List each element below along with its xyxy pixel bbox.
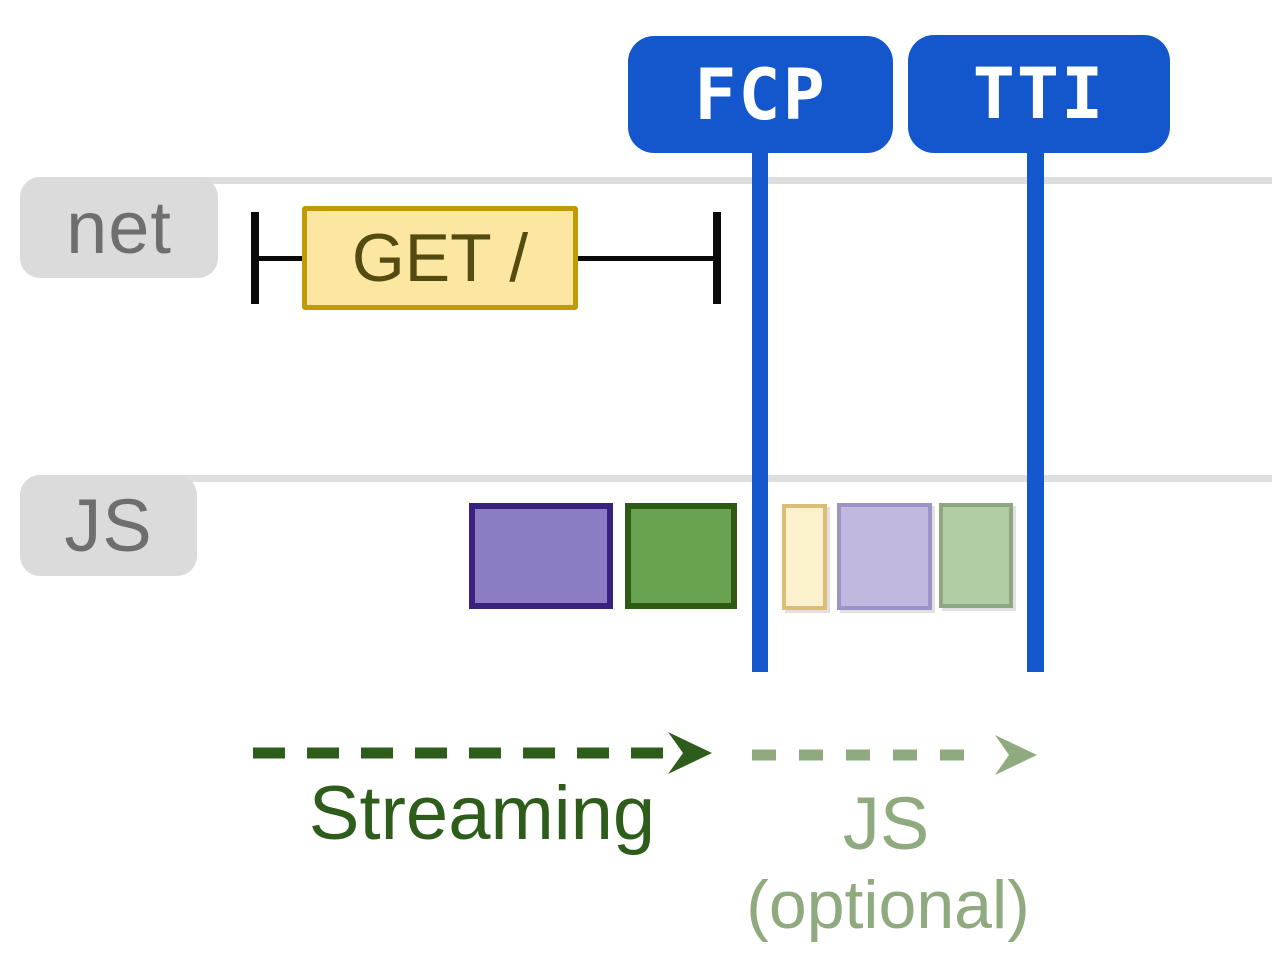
- get-request-box: GET /: [302, 206, 578, 310]
- fcp-marker-line: [752, 153, 768, 672]
- js-optional-label: JS: [842, 782, 930, 865]
- tti-badge: TTI: [908, 35, 1170, 153]
- js-chunk-pale-green: [939, 503, 1013, 608]
- streaming-arrow: [253, 732, 712, 774]
- js-lane-tab: JS: [20, 475, 197, 576]
- js-optional-arrowhead-icon: [995, 735, 1037, 775]
- request-start-tick: [251, 212, 259, 304]
- net-lane-line: [36, 177, 1272, 184]
- tti-badge-label: TTI: [972, 53, 1106, 135]
- get-request-label: GET /: [351, 220, 529, 296]
- streaming-arrowhead-icon: [668, 732, 712, 774]
- fcp-badge-label: FCP: [694, 53, 827, 136]
- js-chunk-pale-yellow: [782, 504, 827, 610]
- js-optional-arrow: [752, 735, 1037, 775]
- tti-marker-line: [1027, 153, 1044, 672]
- net-lane-label: net: [66, 185, 172, 269]
- js-lane-line: [36, 475, 1272, 482]
- request-end-tick: [713, 212, 721, 304]
- js-chunk-pale-purple: [837, 503, 932, 610]
- js-chunk-green: [625, 503, 737, 609]
- js-lane-label: JS: [64, 483, 153, 567]
- fcp-badge: FCP: [628, 36, 893, 153]
- streaming-label: Streaming: [308, 771, 656, 856]
- net-lane-tab: net: [20, 177, 218, 278]
- js-optional-sublabel: (optional): [746, 867, 1030, 943]
- js-chunk-purple: [469, 503, 613, 609]
